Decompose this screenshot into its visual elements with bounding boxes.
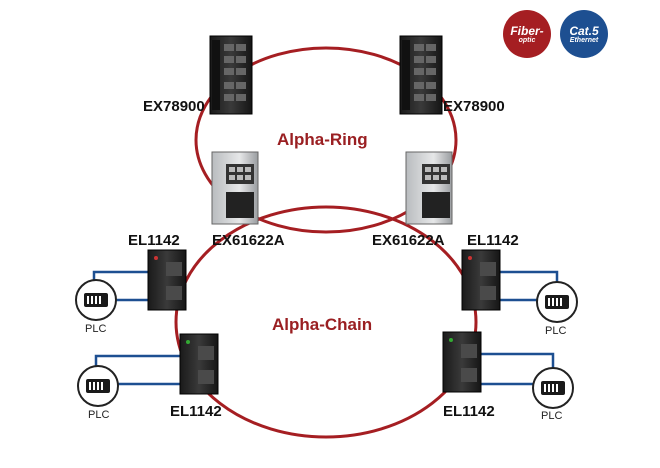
label-el-bottom-left: EL1142	[170, 403, 222, 420]
switch-el1142-top-left	[147, 249, 187, 311]
plc-label: PLC	[541, 410, 563, 422]
switch-ex61622a-right	[405, 151, 453, 225]
label-core-left: EX78900	[143, 98, 205, 115]
switch-el1142-bottom-left	[179, 333, 219, 395]
switch-ex78900-left	[209, 35, 253, 115]
cat5-badge-line1: Cat.5	[569, 24, 599, 38]
switch-ex78900-right	[399, 35, 443, 115]
label-core-right: EX78900	[443, 98, 505, 115]
alpha-chain-link	[174, 205, 478, 439]
plc-icon	[532, 367, 574, 409]
alpha-ring-link	[194, 46, 458, 234]
cat5-badge-line2: Ethernet	[569, 37, 599, 44]
fiber-badge-line2: optic	[518, 37, 536, 44]
plc-icon	[75, 279, 117, 321]
plc-label: PLC	[88, 409, 110, 421]
cat5-ethernet-badge: Cat.5 Ethernet	[560, 10, 608, 58]
alpha-ring-title: Alpha-Ring	[277, 130, 368, 149]
switch-ex61622a-left	[211, 151, 259, 225]
alpha-chain-title: Alpha-Chain	[272, 315, 373, 334]
label-el-top-left: EL1142	[128, 232, 180, 249]
label-edge-left: EX61622A	[212, 232, 285, 249]
switch-el1142-top-right	[461, 249, 501, 311]
label-el-top-right: EL1142	[467, 232, 519, 249]
fiber-optic-badge: Fiber- optic	[503, 10, 551, 58]
plc-label: PLC	[545, 325, 567, 337]
label-el-bottom-right: EL1142	[443, 403, 495, 420]
switch-el1142-bottom-right	[442, 331, 482, 393]
plc-label: PLC	[85, 323, 107, 335]
plc-icon	[77, 365, 119, 407]
fiber-badge-line1: Fiber-	[510, 24, 544, 38]
label-edge-right: EX61622A	[372, 232, 445, 249]
plc-icon	[536, 281, 578, 323]
